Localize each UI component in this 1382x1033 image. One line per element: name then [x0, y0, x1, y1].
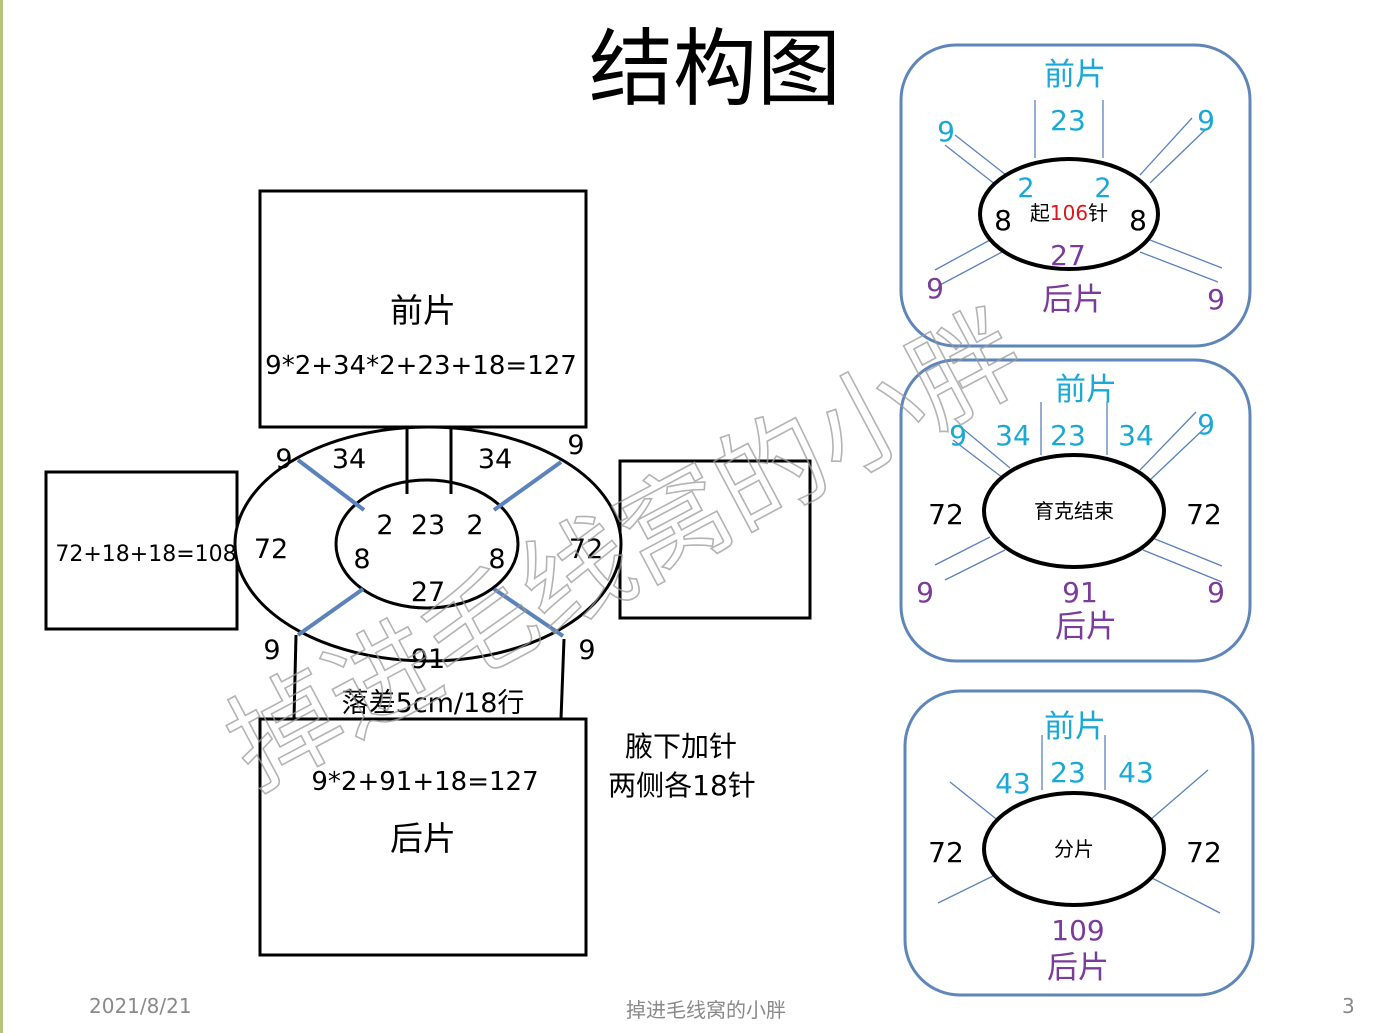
panel-split-r43: 43: [1118, 756, 1154, 789]
slide-title: 结构图: [589, 20, 841, 118]
outer-label-bl9: 9: [263, 635, 280, 666]
main-labels: 前片 9*2+34*2+23+18=127 9*2+91+18=127 后片 7…: [55, 291, 755, 858]
panel-yoke-end-r34: 34: [1118, 419, 1154, 452]
outer-label-tl34: 34: [332, 444, 366, 475]
raglan-line-tl: [296, 458, 366, 512]
panel-split-frame: [903, 689, 1255, 997]
drop-right-line: [559, 638, 566, 720]
panel-start: 前片 23 9 9 2 2 8 8 起106针 27 9 9 后片: [899, 43, 1252, 348]
panel-start-tl9: 9: [937, 115, 955, 148]
outer-label-br9: 9: [578, 635, 595, 666]
panel-split-23: 23: [1050, 756, 1086, 789]
panel-split-center: 分片: [1054, 837, 1094, 861]
panel-split: 前片 43 23 43 72 72 分片 109 后片: [903, 689, 1255, 997]
panel-start-l8: 8: [994, 204, 1012, 237]
panel-split-l72: 72: [928, 836, 964, 869]
panel-yoke-end: 前片 9 34 23 34 9 72 72 育克结束 9 9 91 后片: [899, 358, 1252, 663]
panel-split-109: 109: [1051, 914, 1104, 947]
panel-yoke-end-frame: [899, 358, 1252, 663]
inner-label-bottom27: 27: [411, 577, 445, 608]
inner-label-top23: 23: [411, 510, 445, 541]
panel-start-ellipse: [978, 157, 1160, 271]
panel-start-br9: 9: [1207, 283, 1225, 316]
panel-yoke-end-front: 前片: [1055, 372, 1117, 408]
panel-yoke-end-ellipse: [982, 453, 1166, 569]
underarm-note-1: 腋下加针: [625, 730, 737, 763]
front-piece-formula: 9*2+34*2+23+18=127: [265, 351, 577, 381]
outer-label-tr34: 34: [478, 444, 512, 475]
front-piece-title: 前片: [390, 291, 456, 330]
panel-split-l43: 43: [995, 767, 1031, 800]
inner-label-l8: 8: [353, 544, 370, 575]
outer-label-tr9: 9: [567, 430, 584, 461]
raglan-lines: [296, 458, 565, 638]
footer-center-text: 掉进毛线窝的小胖: [626, 998, 786, 1022]
panel-start-bl9: 9: [926, 272, 944, 305]
panel-yoke-end-back: 后片: [1055, 609, 1117, 645]
back-piece-rect: [258, 717, 588, 957]
outer-label-left72: 72: [254, 534, 288, 565]
raglan-line-tr: [492, 460, 563, 512]
inner-label-l2: 2: [376, 510, 393, 541]
panel-start-count: 起106针: [1030, 201, 1108, 225]
panel-yoke-end-bl9: 9: [916, 576, 934, 609]
panel-start-frame: [899, 43, 1252, 348]
panel-yoke-end-l9: 9: [949, 419, 967, 452]
panel-start-back: 后片: [1042, 282, 1104, 318]
panel-yoke-end-r72: 72: [1186, 498, 1222, 531]
outer-label-bottom91: 91: [411, 644, 445, 675]
slide-left-accent-bar: [0, 0, 3, 1033]
panel-yoke-end-r9: 9: [1197, 408, 1215, 441]
panel-start-l2: 2: [1017, 173, 1034, 204]
drop-note: 落差5cm/18行: [342, 688, 525, 719]
panel-start-r8: 8: [1129, 204, 1147, 237]
panel-yoke-end-center: 育克结束: [1034, 499, 1114, 523]
panel-yoke-end-l34: 34: [995, 419, 1031, 452]
panel-yoke-end-23: 23: [1050, 419, 1086, 452]
underarm-note-2: 两侧各18针: [608, 769, 756, 802]
back-piece-formula: 9*2+91+18=127: [311, 767, 538, 797]
inner-label-r2: 2: [466, 510, 483, 541]
panel-split-r72: 72: [1186, 836, 1222, 869]
panel-split-front: 前片: [1044, 709, 1106, 745]
panel-yoke-end-91: 91: [1062, 576, 1098, 609]
panel-start-tr9: 9: [1197, 104, 1215, 137]
footer-date: 2021/8/21: [89, 994, 192, 1018]
panel-start-r2: 2: [1094, 173, 1111, 204]
panel-start-27: 27: [1050, 239, 1086, 272]
panel-start-23: 23: [1050, 104, 1086, 137]
raglan-line-bl: [296, 587, 365, 637]
panel-yoke-end-l72: 72: [928, 498, 964, 531]
inner-neck-ellipse: [334, 478, 520, 610]
raglan-line-br: [492, 587, 565, 638]
inner-label-r8: 8: [488, 544, 505, 575]
back-piece-title: 后片: [390, 819, 456, 858]
footer-page-number: 3: [1342, 994, 1355, 1018]
panel-start-front: 前片: [1044, 57, 1106, 93]
panel-split-back: 后片: [1047, 950, 1109, 986]
drop-left-line: [292, 634, 298, 720]
outer-label-tl9: 9: [275, 444, 292, 475]
sleeve-formula: 72+18+18=108: [55, 542, 236, 567]
panel-split-ellipse: [982, 791, 1166, 907]
outer-label-right72: 72: [569, 534, 603, 565]
panel-yoke-end-br9: 9: [1207, 576, 1225, 609]
